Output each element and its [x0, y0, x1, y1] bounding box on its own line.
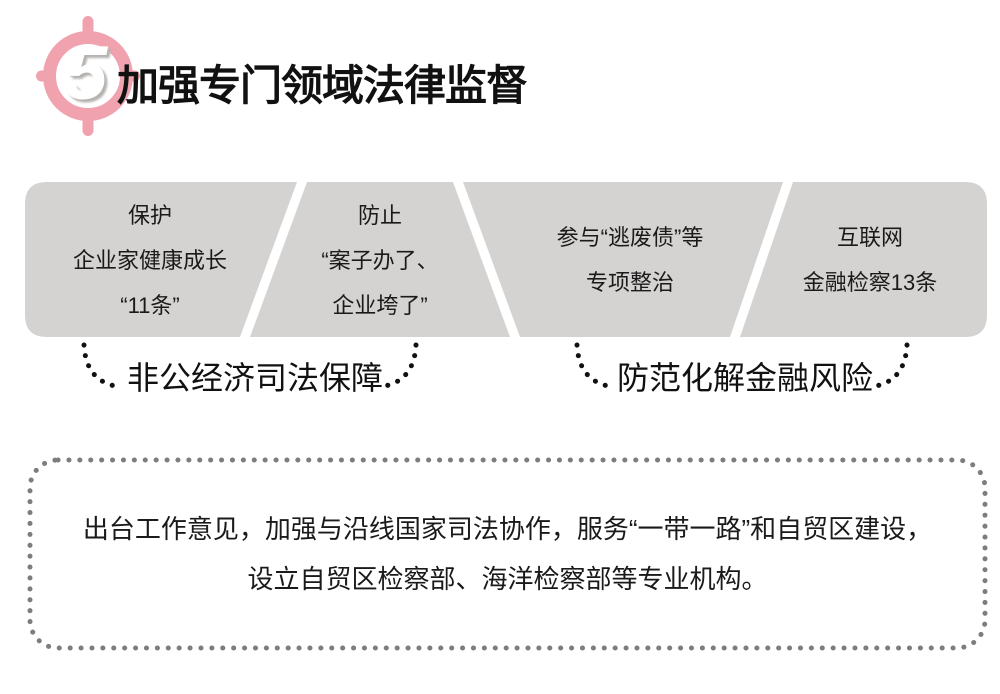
note-box-border	[27, 457, 988, 651]
note-line-1: 出台工作意见，加强与沿线国家司法协作，服务“一带一路”和自贸区建设，	[82, 514, 933, 544]
segment-1-text: 保护 企业家健康成长 “11条”	[30, 190, 270, 330]
segment-4-text: 互联网 金融检察13条	[768, 190, 972, 330]
brace-label-financial-risk: 防范化解金融风险	[616, 360, 873, 396]
segment-shape-3	[463, 182, 783, 337]
segment-1-line: “11条”	[120, 292, 180, 318]
segment-shape-4	[740, 182, 987, 337]
target-crosshair-icon: 5	[24, 8, 152, 144]
segment-shape-1	[25, 182, 297, 337]
brace-arc-right-2	[867, 342, 910, 390]
segment-2-text: 防止 “案子办了、 企业垮了”	[268, 190, 492, 330]
segment-1-line: 保护	[127, 202, 172, 228]
segment-2-line: “案子办了、	[321, 247, 439, 273]
brace-arc-right-1	[376, 342, 419, 390]
target-crosshair-graphic	[36, 16, 140, 136]
segment-shape-2	[250, 182, 510, 337]
segment-3-text: 参与“逃废债”等 专项整治	[493, 190, 767, 330]
segment-3-line: 专项整治	[585, 270, 674, 295]
note-box: 出台工作意见，加强与沿线国家司法协作，服务“一带一路”和自贸区建设， 设立自贸区…	[30, 460, 985, 648]
note-line-2: 设立自贸区检察部、海洋检察部等专业机构。	[247, 564, 768, 594]
brace-arc-left-1	[81, 342, 124, 390]
segment-3-line: 参与“逃废债”等	[556, 225, 704, 250]
brace-label-nongov-economy: 非公经济司法保障	[126, 360, 383, 396]
segment-4-line: 互联网	[836, 225, 903, 250]
segment-2-line: 企业垮了”	[332, 292, 428, 318]
segment-2-line: 防止	[357, 202, 402, 228]
brace-arc-left-2	[574, 342, 617, 390]
segment-1-line: 企业家健康成长	[72, 247, 227, 273]
segment-4-line: 金融检察13条	[802, 270, 938, 295]
page-title: 加强专门领域法律监督	[117, 62, 528, 109]
section-number: 5	[64, 30, 108, 116]
